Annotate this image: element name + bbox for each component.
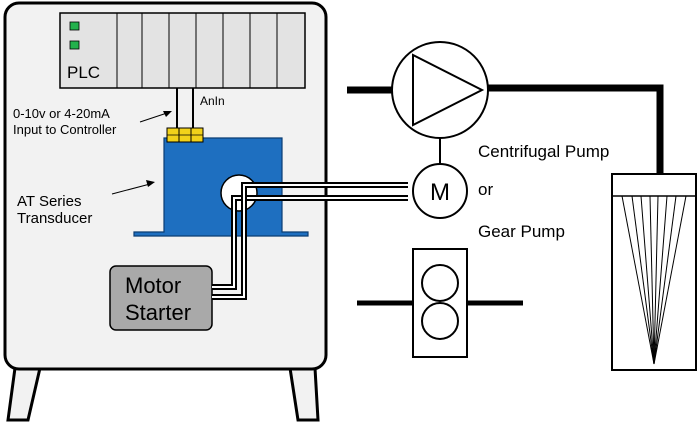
motor-starter-line2: Starter: [125, 300, 191, 325]
centrifugal-pump-triangle: [412, 53, 485, 127]
plc-rack: PLC: [59, 12, 306, 89]
motor-label: M: [430, 179, 450, 206]
input-pointer-arrowhead: [163, 111, 172, 117]
plc-status-led-1: [69, 21, 80, 31]
at-pointer-arrowhead: [146, 180, 155, 187]
plc-label: PLC: [67, 63, 100, 82]
plc-status-led-2: [69, 40, 80, 50]
cabinet-leg-right: [288, 366, 320, 422]
at-label-pointer: [111, 183, 151, 195]
pump-label-or: or: [478, 180, 493, 199]
motor-power-cable-1: [212, 195, 408, 290]
transducer-aperture: [220, 174, 258, 212]
motor-power-cable-2: [212, 182, 408, 300]
pump-label-centrifugal: Centrifugal Pump: [478, 142, 609, 161]
pump-label-gear: Gear Pump: [478, 222, 565, 241]
at-label-line2: Transducer: [17, 210, 92, 227]
gear-pump-gear-top: [421, 264, 459, 302]
input-label-line2: Input to Controller: [13, 122, 117, 137]
gear-pump-gear-bottom: [421, 302, 459, 340]
input-label-line1: 0-10v or 4-20mA: [13, 106, 110, 121]
motor-starter-line1: Motor: [125, 273, 181, 298]
pump-outlet-pipe: [462, 84, 664, 174]
spray-tank: [611, 173, 697, 371]
at-transducer: [133, 127, 309, 237]
cabinet-leg-left: [6, 366, 42, 422]
at-label-line1: AT Series: [17, 193, 81, 210]
anin-label: AnIn: [200, 94, 225, 108]
